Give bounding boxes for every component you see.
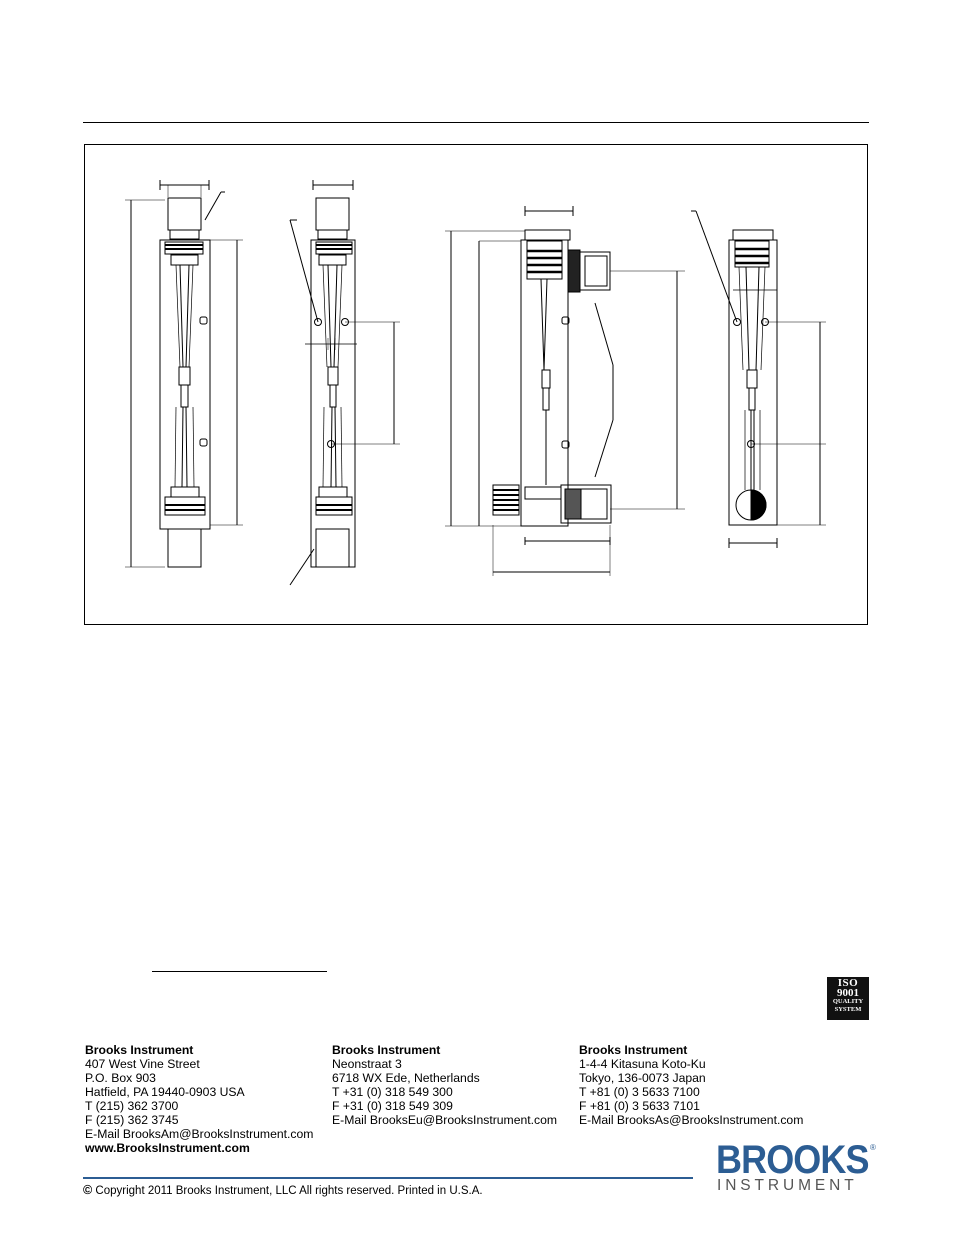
brand-name: BROOKS: [716, 1138, 870, 1182]
flowmeter-front-view-with-scale: [289, 180, 400, 586]
office-line: 6718 WX Ede, Netherlands: [332, 1071, 480, 1085]
office-phone: T +81 (0) 3 5633 7100: [579, 1085, 700, 1099]
iso-9001-badge: ISO 9001 QUALITY SYSTEM: [827, 977, 869, 1020]
flowmeter-dimension-drawing: [125, 180, 826, 586]
website-link[interactable]: www.BrooksInstrument.com: [85, 1141, 250, 1155]
brooks-instrument-logo: BROOKS ® INSTRUMENT: [716, 1140, 876, 1200]
office-fax: F (215) 362 3745: [85, 1113, 179, 1127]
dimension-drawing-frame: [84, 144, 868, 625]
office-line: Tokyo, 136-0073 Japan: [579, 1071, 706, 1085]
office-phone: T +31 (0) 318 549 300: [332, 1085, 453, 1099]
footer-rule: [83, 1177, 693, 1179]
flowmeter-front-view-with-valve-knob: [691, 210, 826, 548]
header-rule: [83, 122, 869, 123]
office-line: Hatfield, PA 19440-0903 USA: [85, 1085, 245, 1099]
office-company: Brooks Instrument: [332, 1043, 441, 1057]
copyright-text: Copyright 2011 Brooks Instrument, LLC Al…: [95, 1185, 483, 1197]
top-nut: [164, 241, 204, 266]
iso-badge-line3: QUALITY: [832, 998, 864, 1005]
office-company: Brooks Instrument: [579, 1043, 688, 1057]
office-line: 407 West Vine Street: [85, 1057, 200, 1071]
office-company: Brooks Instrument: [85, 1043, 194, 1057]
flowmeter-front-view: [125, 180, 243, 568]
flowmeter-side-view-with-valve: [445, 206, 685, 576]
iso-badge-line4: SYSTEM: [834, 1006, 862, 1013]
office-email[interactable]: E-Mail BrooksAs@BrooksInstrument.com: [579, 1113, 804, 1127]
office-address-netherlands: Brooks Instrument Neonstraat 3 6718 WX E…: [332, 1043, 557, 1127]
iso-badge-line1: ISO: [837, 977, 859, 989]
registered-mark: ®: [870, 1143, 876, 1152]
office-line: 1-4-4 Kitasuna Koto-Ku: [579, 1057, 706, 1071]
copyright-notice: © Copyright 2011 Brooks Instrument, LLC …: [83, 1183, 483, 1197]
brand-subtitle: INSTRUMENT: [717, 1177, 858, 1194]
signature-line: [152, 971, 327, 972]
office-address-usa: Brooks Instrument 407 West Vine Street P…: [85, 1043, 313, 1155]
office-address-japan: Brooks Instrument 1-4-4 Kitasuna Koto-Ku…: [579, 1043, 803, 1127]
iso-badge-line2: 9001: [837, 987, 859, 999]
office-fax: F +81 (0) 3 5633 7101: [579, 1099, 700, 1113]
office-phone: T (215) 362 3700: [85, 1099, 179, 1113]
office-email[interactable]: E-Mail BrooksEu@BrooksInstrument.com: [332, 1113, 558, 1127]
office-fax: F +31 (0) 318 549 309: [332, 1099, 453, 1113]
office-email[interactable]: E-Mail BrooksAm@BrooksInstrument.com: [85, 1127, 314, 1141]
office-line: Neonstraat 3: [332, 1057, 402, 1071]
copyright-icon: ©: [83, 1183, 93, 1197]
office-line: P.O. Box 903: [85, 1071, 156, 1085]
